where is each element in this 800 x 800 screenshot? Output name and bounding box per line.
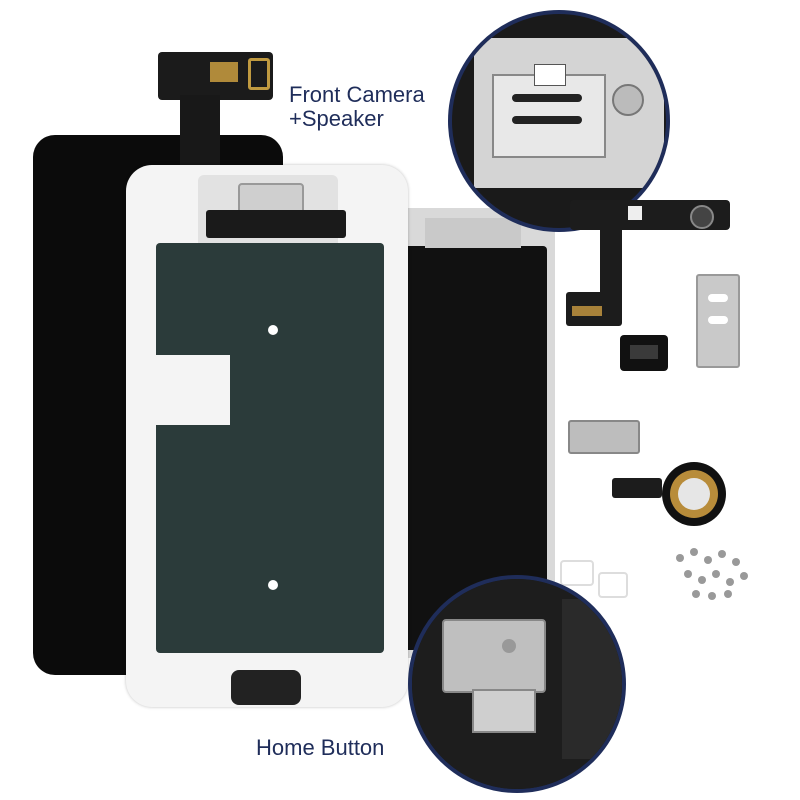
- front-camera-label-line1: Front Camera: [289, 82, 425, 107]
- front-camera-label-line2: +Speaker: [289, 106, 384, 131]
- home-button-label: Home Button: [256, 735, 385, 760]
- home-button-bracket: [568, 420, 640, 454]
- front-camera-flex-cable: [570, 200, 730, 230]
- home-button-area: [231, 670, 301, 705]
- ear-speaker: [620, 335, 668, 371]
- camera-bracket: [696, 274, 740, 368]
- white-screen-assembly: [126, 165, 408, 707]
- lcd-backplate: [156, 243, 384, 653]
- home-button-zoom-circle: [408, 575, 626, 793]
- front-camera-zoom-circle: [448, 10, 670, 232]
- home-button-flex: [612, 478, 662, 498]
- home-button: [662, 462, 726, 526]
- lcd-flex-cable: [158, 52, 273, 100]
- screws: [676, 546, 756, 606]
